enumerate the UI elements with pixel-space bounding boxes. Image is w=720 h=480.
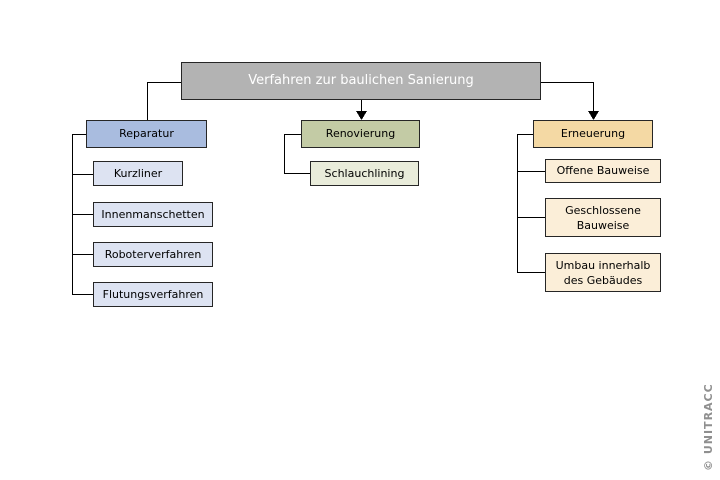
connector-title-to-erneuerung [541,82,594,112]
child-box-roboterverfahren: Roboterverfahren [93,242,213,267]
child-box-geschlossene-bauweise: Geschlossene Bauweise [545,198,661,237]
trunk-erneuerung [517,134,545,273]
child-box-kurzliner: Kurzliner [93,161,183,186]
branch-box-reparatur: Reparatur [86,120,207,148]
child-box-umbau-innerhalb-des-gebaeudes: Umbau innerhalb des Gebäudes [545,253,661,292]
trunk-renovierung [284,134,310,174]
branch-box-erneuerung: Erneuerung [533,120,653,148]
arrowhead-renovierung [356,111,367,120]
trunk-reparatur [72,134,93,295]
branch-box-renovierung: Renovierung [301,120,420,148]
connector-title-to-reparatur [147,82,181,120]
arrowhead-erneuerung [588,111,599,120]
child-box-innenmanschetten: Innenmanschetten [93,202,213,227]
child-box-offene-bauweise: Offene Bauweise [545,159,661,183]
root-box-title: Verfahren zur baulichen Sanierung [181,62,541,100]
child-box-schlauchlining: Schlauchlining [310,161,419,186]
watermark: © UNITRACC [702,383,715,471]
child-box-flutungsverfahren: Flutungsverfahren [93,282,213,307]
